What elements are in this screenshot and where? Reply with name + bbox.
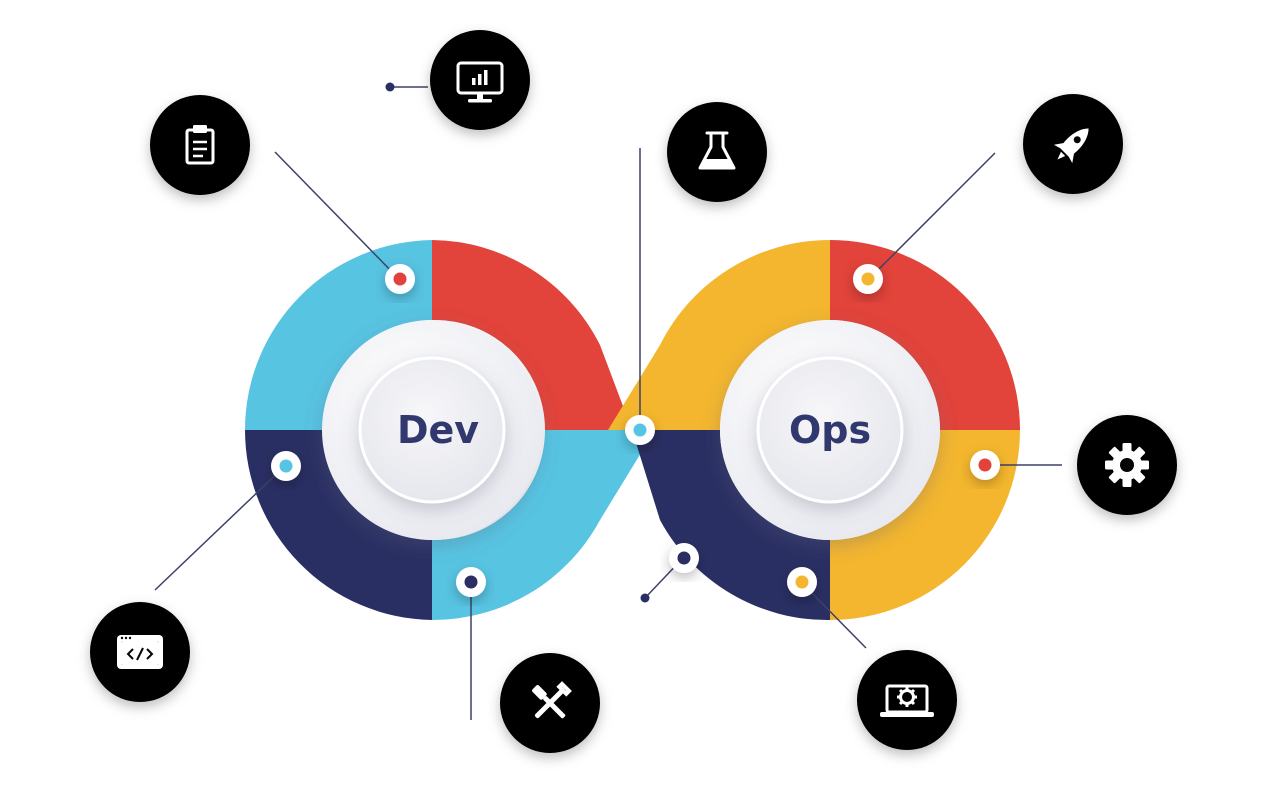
ribbon-segment-cyan-cross [432,430,655,621]
node-navy-bottom-center [669,543,699,573]
node-cyan-left [271,451,301,481]
tools-icon [500,653,600,753]
ribbon-segment-red-left [432,240,632,430]
connector-lines [154,86,1062,720]
node-yellow-top-right [853,264,883,294]
node-navy-bottom-left [456,567,486,597]
ribbon-segment-yellow-cross [608,239,830,430]
ops-disc: Ops [720,320,940,540]
small-dot-monitor [385,82,395,92]
ribbon-segment-cyan-left [245,240,432,430]
node-red-top-left [385,264,415,294]
node-yellow-bottom-right [787,567,817,597]
gear-icon [1077,415,1177,515]
icon-bubbles [90,30,1177,753]
ribbon-nodes [271,82,1000,603]
dev-label: Dev [397,408,479,452]
node-cyan-center [625,415,655,445]
ribbon-segment-yellow-right [830,430,1020,620]
connector-line-laptop [801,582,867,649]
connector-line-clipboard [274,151,399,279]
connector-line-code [154,465,286,591]
rocket-icon [1023,94,1123,194]
node-red-right [970,450,1000,480]
small-dot-bottom [640,593,650,603]
dev-disc: Dev [322,320,542,540]
ribbon-segment-navy-right [632,430,830,621]
clipboard-icon [150,95,250,195]
ops-label: Ops [789,408,871,452]
flask-icon [667,102,767,202]
connector-line-rocket [869,152,996,279]
code-window-icon [90,602,190,702]
laptop-gear-icon [857,650,957,750]
monitor-chart-icon [430,30,530,130]
